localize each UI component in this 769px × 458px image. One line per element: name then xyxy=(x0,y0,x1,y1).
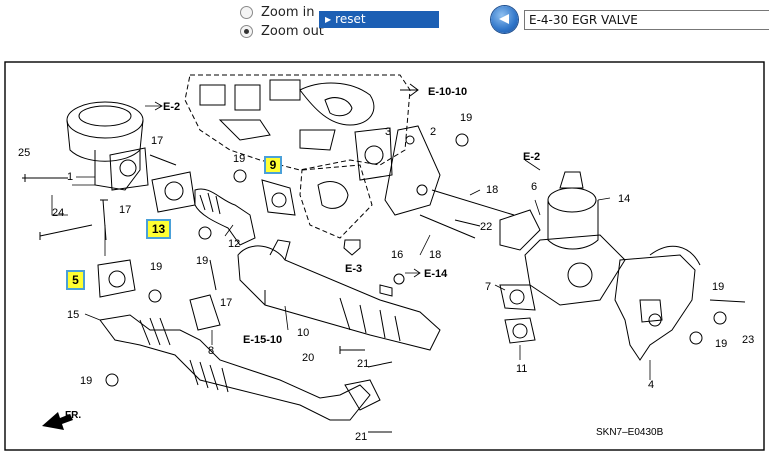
part-label-12: 12 xyxy=(228,238,240,250)
part-label-24: 24 xyxy=(52,207,64,219)
part-label-11: 11 xyxy=(516,363,527,375)
part-label-19b: 19 xyxy=(233,153,245,165)
part-label-17c: 17 xyxy=(220,297,232,309)
engine-block-shape xyxy=(184,74,411,239)
part-label-19g: 19 xyxy=(715,338,727,350)
part-label-17b: 17 xyxy=(119,204,131,216)
zoom-in-radio[interactable] xyxy=(240,6,253,19)
part-label-15: 15 xyxy=(67,309,79,321)
part-label-2: 2 xyxy=(430,126,436,138)
part-label-8: 8 xyxy=(208,345,214,357)
part-label-19d: 19 xyxy=(150,261,162,273)
part-label-25: 25 xyxy=(18,147,30,159)
part-label-18b: 18 xyxy=(429,249,441,261)
highlight-part-9[interactable]: 9 xyxy=(264,156,282,174)
bracket-4 xyxy=(614,245,701,361)
part-label-23: 23 xyxy=(742,334,754,346)
diagram-frame xyxy=(4,61,765,451)
egr-valve-14 xyxy=(524,171,626,306)
part-label-20: 20 xyxy=(302,352,314,364)
nuts xyxy=(105,133,727,387)
ref-e14: E-14 xyxy=(424,268,448,280)
exploded-view-drawing: E-2 E-10-10 E-2 E-3 E-14 E-15-10 FR. 1 2… xyxy=(4,61,765,451)
part-label-19e: 19 xyxy=(80,375,92,387)
diagram-ref-code: SKN7–E0430B xyxy=(596,427,664,438)
pipe-12 xyxy=(194,188,256,246)
leader-lines xyxy=(51,101,651,380)
zoom-out-label: Zoom out xyxy=(261,24,324,39)
gasket-9 xyxy=(261,179,296,216)
part-label-19c: 19 xyxy=(196,255,208,267)
part-label-19a: 19 xyxy=(460,112,472,124)
part-label-4: 4 xyxy=(648,379,654,391)
reset-label: reset xyxy=(335,12,366,26)
part-label-3: 3 xyxy=(385,126,391,138)
part-label-1: 1 xyxy=(67,171,73,183)
ref-e10-10: E-10-10 xyxy=(428,86,467,98)
highlight-part-13[interactable]: 13 xyxy=(146,219,171,239)
part-numbers: 1 2 3 4 6 7 8 10 11 12 14 15 16 17 17 17… xyxy=(18,112,754,443)
zoom-out-option[interactable]: Zoom out xyxy=(240,24,324,39)
part-label-6: 6 xyxy=(531,181,537,193)
back-arrow-icon[interactable] xyxy=(491,6,518,33)
section-title-field[interactable] xyxy=(524,10,769,30)
zoom-in-label: Zoom in xyxy=(261,5,315,20)
egr-cooler-10 xyxy=(237,239,441,351)
ref-e3: E-3 xyxy=(345,263,362,275)
brackets-2-3 xyxy=(354,125,541,251)
play-icon: ▶ xyxy=(325,15,332,24)
part-label-22: 22 xyxy=(480,221,492,233)
part-label-21a: 21 xyxy=(357,358,369,370)
gasket-13 xyxy=(151,171,196,213)
parts-diagram: E-2 E-10-10 E-2 E-3 E-14 E-15-10 FR. 1 2… xyxy=(0,50,769,454)
bolts xyxy=(22,154,746,433)
part-label-7: 7 xyxy=(485,281,491,293)
ref-e2-right: E-2 xyxy=(523,151,540,163)
part-label-18a: 18 xyxy=(486,184,498,196)
part-label-19f: 19 xyxy=(712,281,724,293)
highlight-part-5[interactable]: 5 xyxy=(66,270,85,290)
part-label-16: 16 xyxy=(391,249,403,261)
part-label-21b: 21 xyxy=(355,431,367,443)
ref-e2-top: E-2 xyxy=(163,101,180,113)
toolbar: Zoom in Zoom out ▶reset xyxy=(0,0,769,50)
egr-valve-left xyxy=(66,101,149,191)
part-label-17a: 17 xyxy=(151,135,163,147)
ref-e15-10: E-15-10 xyxy=(243,334,282,346)
reset-button[interactable]: ▶reset xyxy=(319,11,439,28)
front-arrow xyxy=(42,412,73,430)
gaskets-7-11 xyxy=(499,284,536,344)
pipe-15 xyxy=(97,259,381,421)
front-label: FR. xyxy=(65,410,81,421)
part-label-10: 10 xyxy=(297,327,309,339)
part-label-14: 14 xyxy=(618,193,630,205)
zoom-in-option[interactable]: Zoom in xyxy=(240,5,314,20)
ref-arrow-e3 xyxy=(343,239,361,256)
ref-arrow-e10 xyxy=(400,83,419,97)
zoom-out-radio[interactable] xyxy=(240,25,253,38)
